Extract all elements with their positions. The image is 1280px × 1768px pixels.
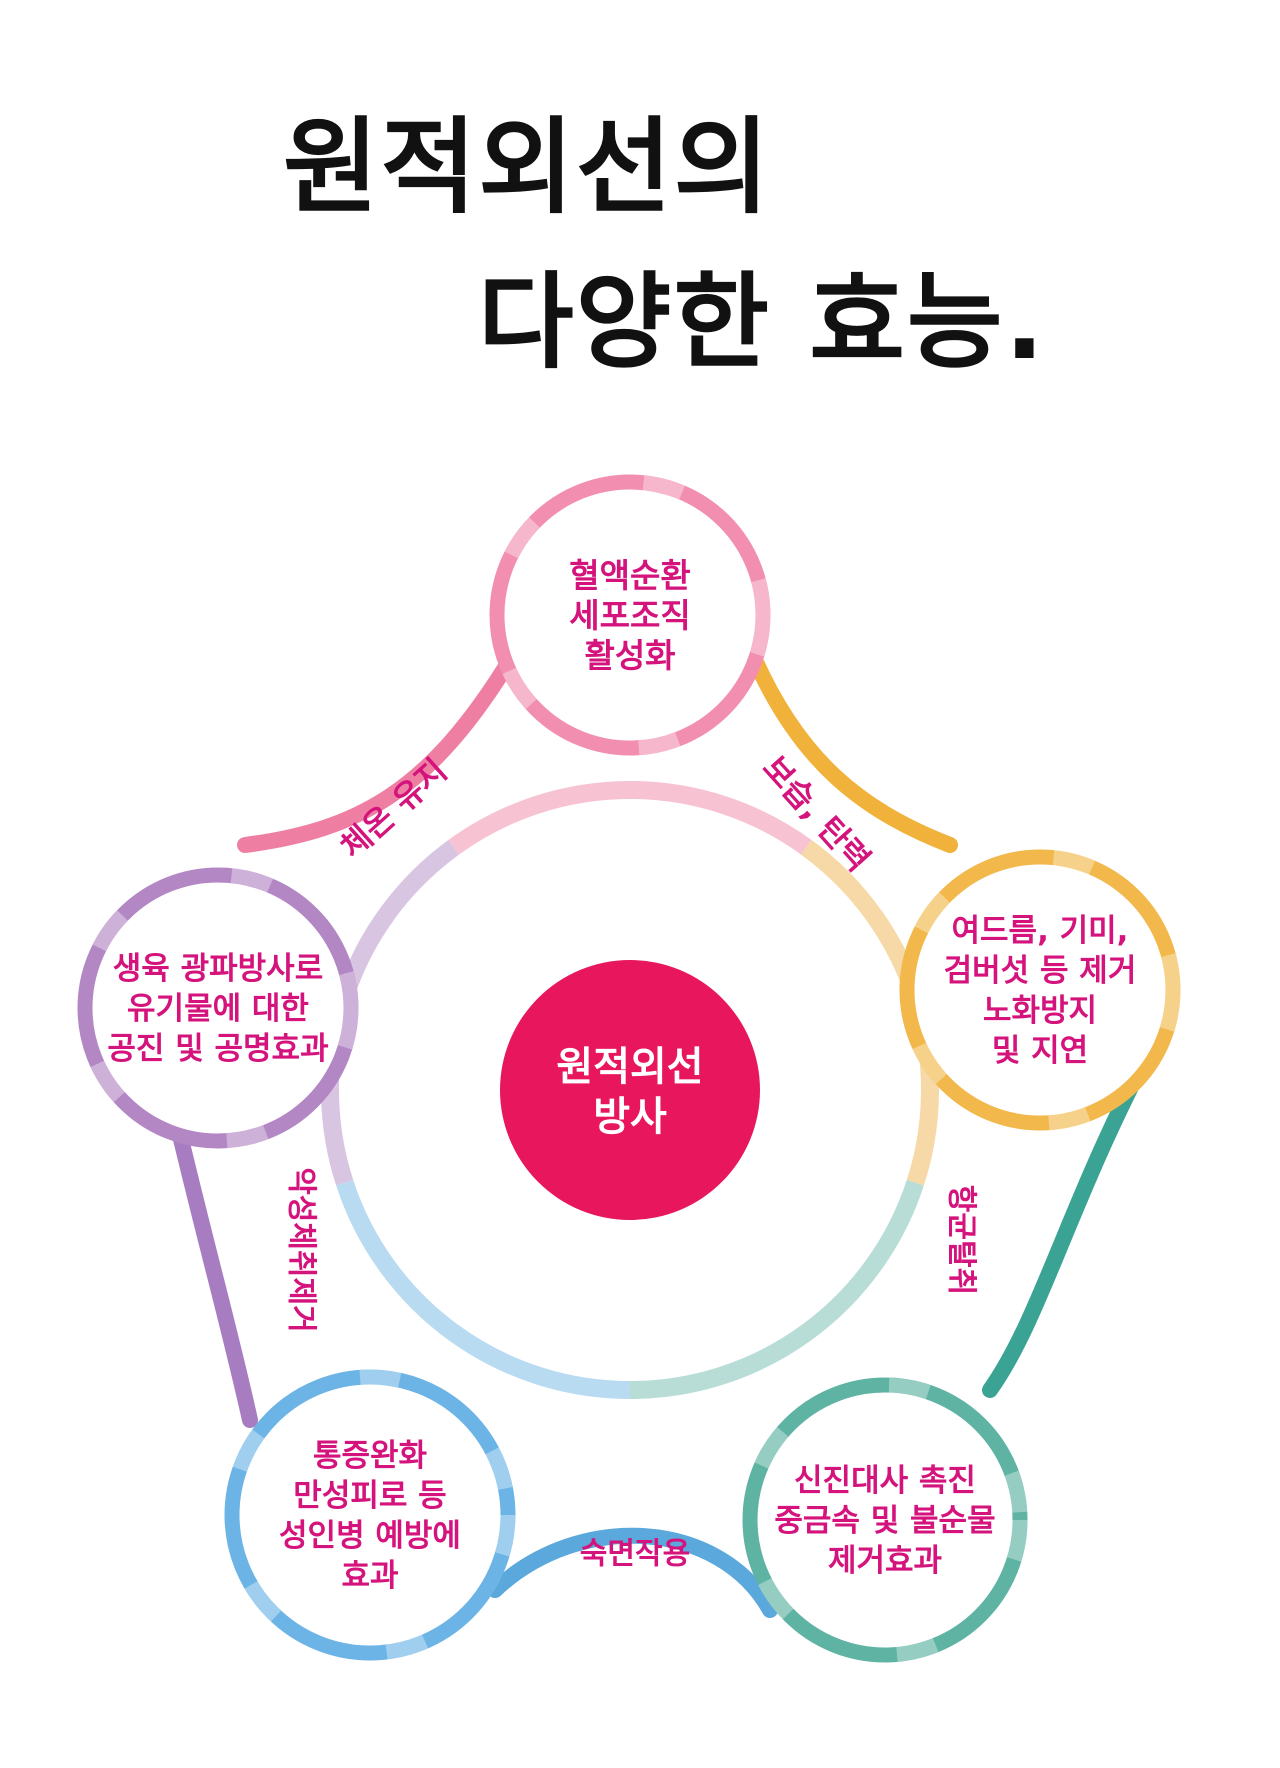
node-label-line: 제거효과 — [828, 1543, 943, 1579]
node-label-line: 효과 — [341, 1558, 399, 1594]
node-label-line: 중금속 및 불순물 — [774, 1503, 995, 1539]
node-label-line: 활성화 — [584, 636, 675, 675]
node-ring-highlight — [224, 1369, 516, 1661]
link-arc-left-top — [237, 652, 518, 853]
node-label-line: 성인병 예방에 — [279, 1518, 461, 1554]
node-ring-bottom-left — [224, 1369, 516, 1661]
benefit-node-rings — [77, 474, 1181, 1663]
link-arc-bottomright-bottomleft — [487, 1527, 778, 1618]
page-title-line2: 다양한 효능. — [478, 261, 1047, 383]
inner-ring-segment — [336, 1179, 631, 1399]
node-label-line: 만성피로 등 — [293, 1478, 446, 1514]
node-label-line: 혈액순환 — [569, 556, 690, 595]
link-arcs — [172, 652, 1158, 1618]
center-circle — [500, 960, 760, 1220]
node-ring-right — [899, 849, 1181, 1131]
link-arc-right-bottomright — [982, 1042, 1158, 1398]
link-arc-bottomleft-left — [172, 1127, 258, 1428]
link-label-bottomright-bottomleft: 숙면작용 — [580, 1537, 690, 1572]
node-label-line: 신진대사 촉진 — [794, 1463, 976, 1499]
node-label-line: 공진 및 공명효과 — [107, 1031, 329, 1067]
node-label-line: 및 지연 — [992, 1033, 1088, 1069]
node-label-line: 노화방지 — [983, 993, 1097, 1029]
node-label-line: 유기물에 대한 — [127, 991, 309, 1027]
node-ring-highlight — [77, 867, 359, 1149]
node-label-line: 여드름, 기미, — [952, 913, 1129, 949]
link-label-bottomleft-left: 악성체취제거 — [284, 1167, 319, 1333]
node-label-line: 생육 광파방사로 — [113, 951, 323, 987]
node-ring-highlight — [742, 1377, 1028, 1663]
node-ring-highlight — [489, 474, 771, 756]
node-ring-highlight — [899, 849, 1181, 1131]
node-ring-top — [489, 474, 771, 756]
node-label-line: 검버섯 등 제거 — [944, 953, 1137, 989]
center-label-line: 방사 — [593, 1094, 667, 1140]
link-label-left-top: 체온 유지 — [333, 751, 454, 865]
page-title-line1: 원적외선의 — [283, 106, 772, 228]
link-arc-top-right — [747, 652, 958, 853]
center-label-line: 원적외선 — [556, 1044, 703, 1090]
node-label-line: 세포조직 — [569, 596, 690, 635]
node-label-line: 통증완화 — [313, 1438, 428, 1474]
inner-ring-segment — [448, 781, 812, 855]
link-label-right-bottomright: 항균탈취 — [944, 1185, 979, 1295]
node-ring-left — [77, 867, 359, 1149]
node-ring-bottom-right — [742, 1377, 1028, 1663]
inner-ring-segment — [629, 1179, 924, 1399]
